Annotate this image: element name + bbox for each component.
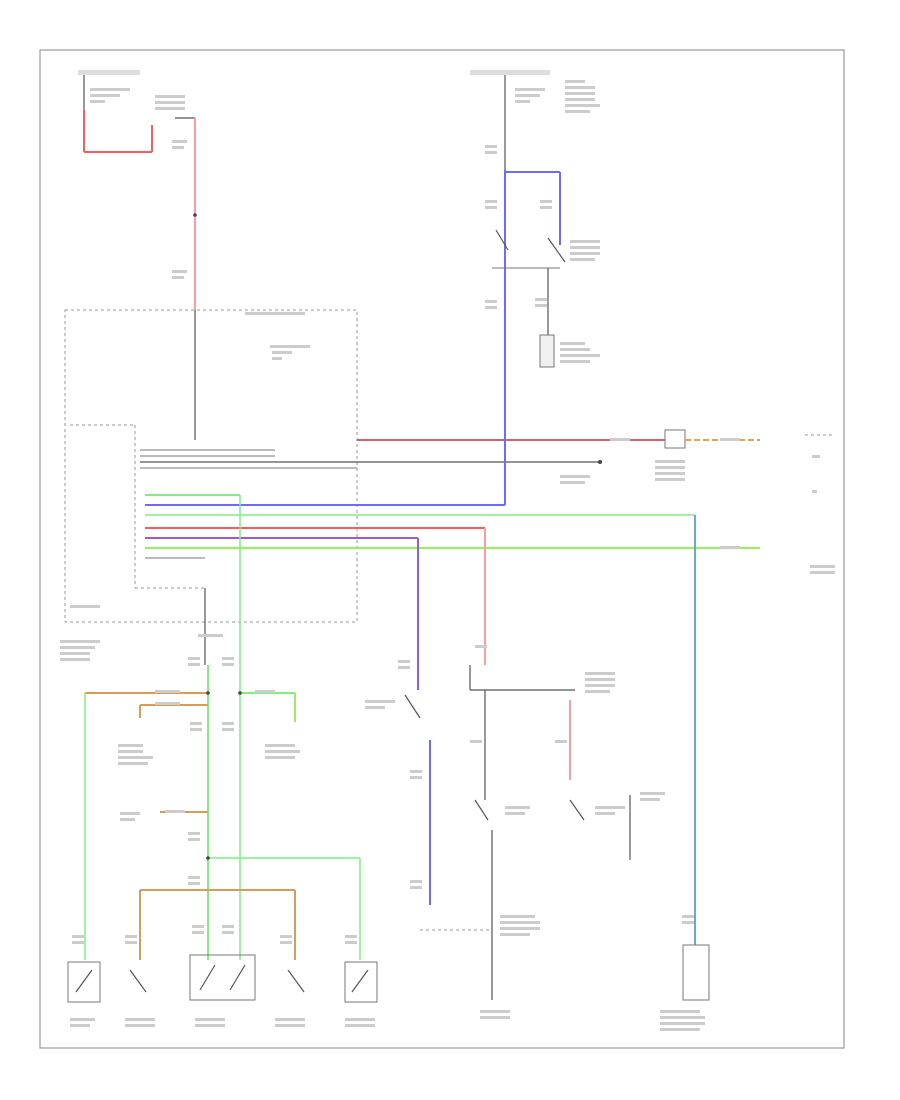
cyan-wire bbox=[660, 515, 710, 1031]
control-unit-label bbox=[60, 312, 310, 661]
bottom-switches bbox=[67, 954, 378, 1003]
left-bottom-labels bbox=[118, 634, 300, 885]
purple-wire bbox=[365, 538, 431, 905]
bottom-switch-labels bbox=[70, 925, 375, 1027]
output-wires bbox=[145, 439, 760, 559]
top-bus-left bbox=[78, 70, 140, 75]
fuse-label-group bbox=[90, 80, 600, 113]
control-unit-pins bbox=[140, 449, 357, 469]
diagram-frame bbox=[39, 49, 845, 1049]
control-unit-box bbox=[64, 309, 358, 623]
red-wire-center bbox=[469, 528, 665, 860]
right-connector-mid bbox=[560, 460, 835, 574]
top-bus-right bbox=[470, 70, 550, 75]
fuse-left bbox=[83, 75, 153, 153]
right-fuse-labels bbox=[485, 145, 600, 363]
bottom-center-switch bbox=[420, 830, 540, 1019]
left-bottom-harness bbox=[84, 495, 361, 960]
control-unit-inner bbox=[70, 310, 205, 589]
right-fuse bbox=[492, 75, 566, 505]
connector-left bbox=[172, 117, 197, 310]
right-connector-top bbox=[610, 429, 835, 493]
